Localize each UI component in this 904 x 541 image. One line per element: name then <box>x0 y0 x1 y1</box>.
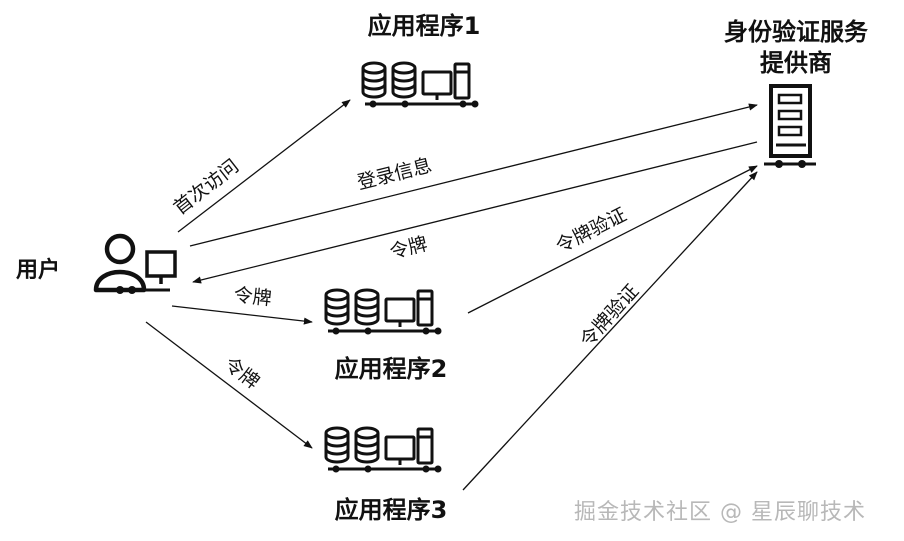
user-icon-dot <box>128 286 136 294</box>
edge-token-to-app3 <box>145 321 313 449</box>
app3-label: 应用程序3 <box>335 496 448 524</box>
app3-server-icon <box>324 426 443 474</box>
app1-node: 应用程序1 <box>361 12 481 109</box>
edges <box>145 99 758 491</box>
edge-verify-app3 <box>462 171 758 491</box>
edge-label-token-to-user: 令牌 <box>387 233 429 264</box>
user-node: 用户 <box>16 233 177 294</box>
edge-login-info <box>189 103 758 247</box>
user-icon-dot <box>116 286 124 294</box>
auth-provider-node: 身份验证服务 提供商 <box>724 18 869 168</box>
app1-server-icon <box>361 61 480 109</box>
server-rack-icon <box>764 84 816 168</box>
edge-label-token-to-app2: 令牌 <box>233 284 273 310</box>
user-icon <box>93 233 177 293</box>
edge-token-to-user <box>192 141 758 284</box>
edge-first-visit <box>177 99 351 233</box>
app2-node: 应用程序2 <box>324 288 448 383</box>
app2-label: 应用程序2 <box>335 355 448 383</box>
edge-label-verify-app3: 令牌验证 <box>576 280 643 351</box>
edge-token-to-app2 <box>171 305 313 325</box>
auth-label-line2: 提供商 <box>760 49 832 77</box>
user-label: 用户 <box>16 257 60 283</box>
app2-server-icon <box>324 288 443 336</box>
app1-label: 应用程序1 <box>368 12 481 40</box>
app3-node: 应用程序3 <box>324 426 448 524</box>
watermark: 掘金技术社区 @ 星辰聊技术 <box>574 500 866 525</box>
edge-verify-app2 <box>467 165 758 314</box>
auth-label-line1: 身份验证服务 <box>724 18 869 46</box>
edge-label-token-to-app3: 令牌 <box>220 353 264 393</box>
